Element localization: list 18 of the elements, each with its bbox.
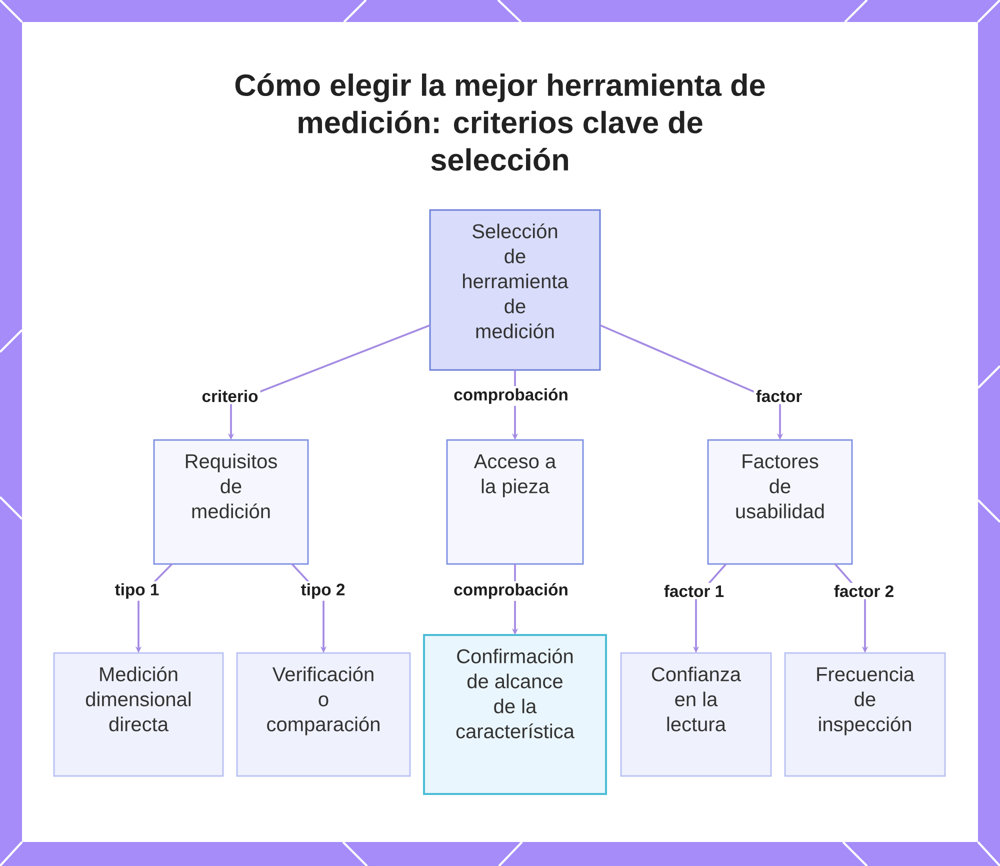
branch-box: Acceso a la pieza [446, 439, 584, 565]
leaf-box: Verificación o comparación [236, 652, 411, 777]
leaf-box: Confianza en la lectura [620, 652, 772, 777]
branch-box: Requisitos de medición [153, 439, 309, 565]
edge-label: criterio [200, 388, 260, 404]
edge-label: factor [754, 388, 804, 404]
leaf-box: Medición dimensional directa [53, 652, 224, 777]
leaf-box: Frecuencia de inspección [784, 652, 946, 777]
edge-label: tipo 2 [298, 581, 348, 601]
root-box: Selección de herramienta de medición [429, 209, 601, 371]
branch-box: Factores de usabilidad [707, 439, 853, 565]
leaf-box: Confirmación de alcance de la característica [423, 634, 607, 795]
title: Cómo elegir la mejor herramienta de medición: criterios clave de selección [235, 73, 765, 171]
edge-label: factor 2 [832, 582, 896, 600]
edge-label: factor 1 [662, 582, 726, 600]
edge-label: comprobación [452, 581, 570, 601]
edge-label: comprobación [452, 386, 570, 406]
edge-label: tipo 1 [112, 581, 162, 601]
